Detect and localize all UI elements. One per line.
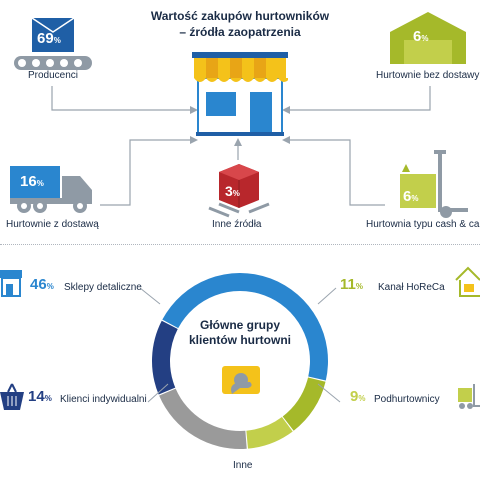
inne-label: Inne [233,460,253,471]
donut-segment-klienci-indywidualni [152,320,178,395]
cash-carry-label: Hurtownia typu cash & carry [366,219,480,230]
truck-icon [10,166,92,213]
leader-podhurtownicy [317,383,341,403]
warehouse-icon [390,12,466,64]
horeca-value: 11% [340,276,363,293]
hand-truck-icon [400,150,468,218]
section-divider [0,244,480,245]
bez-dostawy-label: Hurtownie bez dostawy [376,70,480,81]
z-dostawa-label: Hurtownie z dostawą [6,219,99,230]
arrow-from-z-dostawa [100,139,190,206]
leader-sklepy [139,287,161,305]
donut-center-title: Główne grupy klientów hurtowni [180,318,300,348]
center-line-2: klientów hurtowni [189,333,291,347]
arrow-from-cash-carry [290,139,385,206]
arrow-from-bez-dostawy [290,86,431,111]
producenci-value: 69% [37,30,61,47]
basket-icon [0,383,24,410]
producenci-label: Producenci [28,70,79,81]
leader-horeca [317,287,337,305]
forklift-icon [458,384,480,409]
center-line-1: Główne grupy [199,318,280,332]
title-line-1: Wartość zakupów hurtowników [150,9,330,23]
shop-icon [0,270,22,297]
podhurtownicy-label: Podhurtownicy [374,394,440,405]
podhurtownicy-value: 9% [350,388,366,405]
sklepy-value: 46% [30,276,54,293]
donut-segment-inne [159,388,247,449]
payment-hand-icon [222,366,260,394]
donut-segments [152,273,328,449]
cash-carry-value: 6% [403,188,419,205]
title-line-2: – źródła zaopatrzenia [179,25,301,39]
indywidualni-value: 14% [28,388,52,405]
sklepy-label: Sklepy detaliczne [64,282,142,293]
donut-segment-sklepy-detaliczne [162,273,328,381]
store-icon [192,52,288,136]
donut-segment-podhurtownicy [246,417,293,449]
leader-indywidualni [147,383,169,403]
source-connectors [51,86,431,206]
donut-segment-kanał-horeca [282,377,326,431]
horeca-label: Kanał HoReCa [378,282,445,293]
z-dostawa-value: 16% [20,173,44,190]
inne-zrodla-label: Inne źródła [212,219,262,230]
conveyor-icon [14,17,92,70]
crate-icon [208,164,270,218]
inne-zrodla-value: 3% [225,183,240,199]
bez-dostawy-value: 6% [413,28,429,45]
indywidualni-label: Klienci indywidualni [60,394,147,405]
arrow-from-producenci [51,86,190,111]
clients-donut-chart [139,273,341,449]
diagram-title: Wartość zakupów hurtowników – źródła zao… [130,8,350,40]
hotel-icon [455,266,480,297]
